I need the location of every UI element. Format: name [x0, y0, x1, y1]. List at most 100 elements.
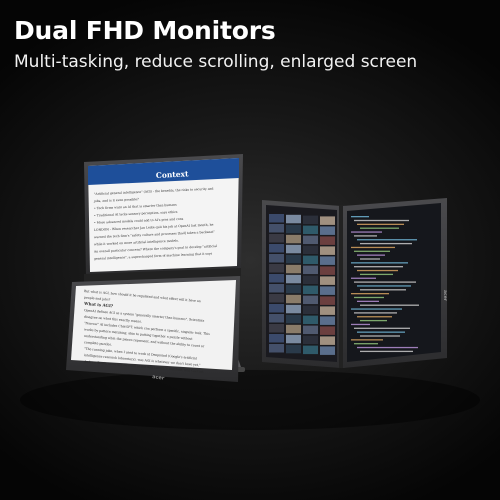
- lower-article-line: What is AGI?: [83, 301, 114, 309]
- code-line: [360, 304, 419, 306]
- code-line: [360, 227, 399, 229]
- code-line: [351, 339, 383, 341]
- code-line: [351, 262, 408, 264]
- article-line: while it worked on more artificial intel…: [94, 239, 179, 247]
- thumbnail: [320, 256, 335, 265]
- thumbnail: [286, 264, 301, 274]
- thumbnail: [320, 226, 335, 235]
- code-line: [357, 285, 411, 287]
- code-line: [354, 327, 410, 329]
- thumbnail: [320, 296, 335, 305]
- thumbnail: [286, 224, 301, 234]
- thumbnail: [303, 335, 318, 345]
- thumbnail: [320, 346, 335, 355]
- thumbnail: [286, 304, 301, 314]
- lower-article-line: people and jobs?: [84, 295, 111, 301]
- thumbnail: [269, 314, 284, 323]
- thumbnail: [303, 225, 318, 235]
- code-line: [360, 350, 413, 353]
- article-line: warned the tech firm's "safety culture a…: [94, 230, 216, 240]
- thumbnail: [320, 276, 335, 285]
- code-line: [351, 246, 395, 249]
- thumbnail: [269, 284, 284, 293]
- thumbnail: [303, 295, 318, 305]
- code-line: [357, 223, 404, 225]
- code-line: [354, 343, 378, 345]
- code-line: [360, 273, 393, 276]
- thumbnail: [303, 265, 318, 275]
- thumbnail: [303, 315, 318, 325]
- code-line: [351, 277, 376, 279]
- lower-article-line: disagree on what this exactly means.: [84, 315, 142, 324]
- thumbnail: [320, 306, 335, 315]
- hinge: [84, 268, 241, 282]
- article-line: An overall particular concern? Where the…: [93, 244, 217, 254]
- thumbnail: [286, 344, 301, 354]
- thumbnail: [303, 275, 318, 285]
- thumbnail: [269, 234, 284, 243]
- code-line: [351, 308, 402, 310]
- article-line: • Traditional AI lacks sensory perceptio…: [94, 210, 178, 218]
- code-line: [357, 346, 418, 349]
- left-dual-monitor: Context "Artificial general intelligence…: [66, 154, 245, 382]
- article-line: "Artificial general intelligence" (AGI) …: [94, 187, 214, 196]
- article-line: • Tech firms want an AI that is smarter …: [94, 203, 177, 211]
- thumbnail: [303, 325, 318, 335]
- upper-screen: [88, 158, 239, 272]
- headline: Dual FHD Monitors: [14, 16, 276, 45]
- code-line: [351, 231, 382, 233]
- thumbnail: [286, 294, 301, 304]
- thumbnail: [286, 334, 301, 344]
- code-line: [357, 300, 379, 302]
- thumbnail: [286, 234, 301, 244]
- code-line: [354, 281, 416, 283]
- code-line: [354, 266, 403, 268]
- code-line: [360, 289, 406, 291]
- thumbnail: [320, 266, 335, 275]
- thumbnail: [286, 274, 301, 284]
- thumbnail: [269, 214, 284, 223]
- code-line: [354, 296, 384, 299]
- thumbnail: [303, 345, 318, 355]
- article-line: general intelligence", a supercharged fo…: [94, 251, 213, 260]
- code-line: [360, 319, 387, 322]
- code-text: [351, 216, 419, 353]
- site-header: [88, 158, 239, 185]
- thumbnail: [303, 215, 318, 225]
- article-line: jobs, and is it even possible?: [93, 197, 139, 203]
- thumbnail: [269, 294, 284, 303]
- site-logo: Context: [156, 169, 190, 180]
- thumbnail: [269, 334, 284, 343]
- code-line: [354, 312, 397, 314]
- thumbnail: [320, 316, 335, 325]
- thumbnail: [320, 326, 335, 335]
- lower-article-line: complete puzzles.: [84, 340, 112, 346]
- code-line: [357, 254, 385, 256]
- thumbnail: [269, 324, 284, 333]
- thumbnail: [303, 285, 318, 295]
- thumbnail: [286, 314, 301, 324]
- code-line: [357, 316, 392, 318]
- thumbnail: [320, 236, 335, 245]
- code-line: [360, 258, 380, 260]
- thumbnail: [286, 244, 301, 254]
- thumbnail: [286, 284, 301, 294]
- code-line: [354, 235, 377, 237]
- code-line: [357, 269, 398, 272]
- right-hinge: [339, 205, 345, 368]
- thumbnail: [269, 254, 284, 263]
- thumbnail: [286, 214, 301, 224]
- thumbnail: [269, 224, 284, 233]
- code-line: [360, 335, 400, 337]
- thumbnail: [269, 274, 284, 283]
- code-line: [351, 323, 370, 326]
- thumbnail: [269, 304, 284, 313]
- thumbnail: [320, 336, 335, 345]
- thumbnail: [303, 305, 318, 315]
- code-line: [351, 293, 389, 295]
- thumbnail: [303, 235, 318, 245]
- thumbnail: [286, 254, 301, 264]
- article-line: • More advanced models could add to AI's…: [94, 217, 184, 225]
